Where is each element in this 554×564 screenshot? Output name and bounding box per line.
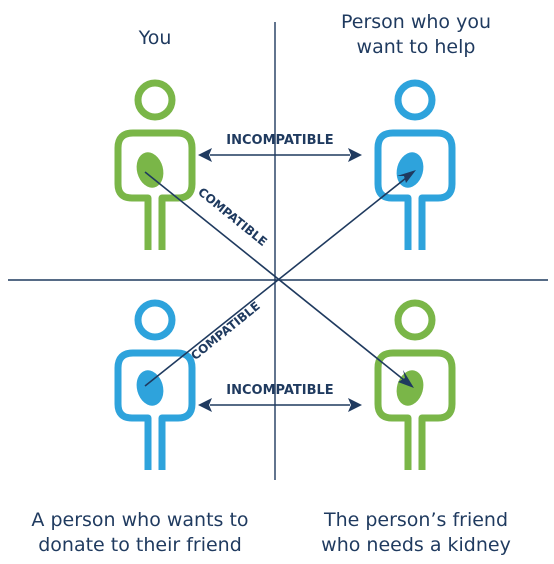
compatible-arrow-to-help <box>144 170 416 387</box>
compatible-lower-label: COMPATIBLE <box>188 299 263 363</box>
recipient-friend-figure <box>378 303 452 470</box>
top-incompatible-label: INCOMPATIBLE <box>226 133 333 148</box>
person-to-help-figure <box>378 83 452 250</box>
bottom-incompatible-arrow <box>198 398 362 412</box>
label-donor-friend: A person who wants to donate to their fr… <box>31 509 249 556</box>
label-person-to-help: Person who you want to help <box>340 11 492 58</box>
bottom-incompatible-label: INCOMPATIBLE <box>226 383 333 398</box>
compatible-arrow-to-recipient <box>144 171 414 388</box>
kidney-icon <box>396 152 424 188</box>
label-you: You <box>138 27 172 49</box>
label-recipient-friend: The person’s friend who needs a kidney <box>321 509 511 556</box>
person-you-figure <box>118 83 192 250</box>
kidney-icon <box>136 152 164 188</box>
compatible-upper-label: COMPATIBLE <box>195 185 270 249</box>
kidney-icon <box>136 370 164 406</box>
kidney-icon <box>396 370 424 406</box>
donor-friend-figure <box>118 303 192 470</box>
top-incompatible-arrow <box>198 148 362 162</box>
